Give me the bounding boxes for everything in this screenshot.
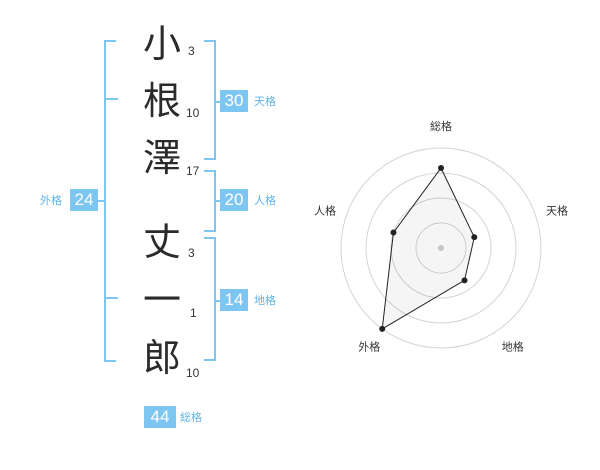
tenkaku-value-badge: 30 xyxy=(220,90,248,112)
radar-axis-label-1: 天格 xyxy=(546,203,568,217)
radar-axis-label-3: 外格 xyxy=(358,340,380,354)
jinkaku-label: 人格 xyxy=(254,194,276,207)
soukaku-value-badge: 44 xyxy=(144,406,176,428)
surname-char-2: 根 xyxy=(142,79,181,123)
radar-point-2 xyxy=(461,277,468,284)
tenkaku-bracket xyxy=(204,40,216,160)
radar-center xyxy=(438,245,444,251)
surname-char-3: 澤 xyxy=(142,136,181,180)
given-char-2: 一 xyxy=(142,278,181,322)
jinkaku-connector xyxy=(214,200,222,202)
radar-point-0 xyxy=(438,165,444,171)
stroke-count-2: 10 xyxy=(186,106,200,120)
given-char-3: 郎 xyxy=(142,336,181,380)
radar-ring-3 xyxy=(365,172,517,324)
jinkaku-value-badge: 20 xyxy=(220,189,248,211)
tenkaku-connector xyxy=(214,101,222,103)
radar-axis-label-2: 地格 xyxy=(502,340,524,354)
radar-ring-4 xyxy=(340,147,542,349)
radar-ring-1 xyxy=(415,222,467,274)
radar-shape xyxy=(381,167,475,330)
gaikaku-label: 外格 xyxy=(40,194,62,207)
given-char-1: 丈 xyxy=(142,220,181,264)
gaikaku-value-badge: 24 xyxy=(70,189,98,211)
stroke-count-4: 3 xyxy=(188,246,195,260)
radar-point-3 xyxy=(379,325,386,332)
stroke-count-6: 10 xyxy=(186,366,200,380)
chikaku-label: 地格 xyxy=(254,294,276,307)
chikaku-bracket xyxy=(204,237,216,361)
chikaku-value-badge: 14 xyxy=(220,289,248,311)
tenkaku-label: 天格 xyxy=(254,95,276,108)
radar-ring-2 xyxy=(390,197,492,299)
gaikaku-connector xyxy=(98,200,106,202)
soukaku-label: 総格 xyxy=(180,411,202,424)
radar-point-1 xyxy=(471,234,478,241)
radar-axis-label-4: 人格 xyxy=(314,203,336,217)
gaikaku-bracket-tick-upper xyxy=(104,98,118,100)
radar-rings xyxy=(340,147,542,349)
radar-axis-label-0: 総格 xyxy=(430,119,452,133)
stroke-count-3: 17 xyxy=(186,164,200,178)
stroke-count-1: 3 xyxy=(188,44,195,58)
surname-char-1: 小 xyxy=(142,22,181,66)
stroke-count-5: 1 xyxy=(190,306,197,320)
radar-point-4 xyxy=(390,229,397,236)
radar-points xyxy=(379,165,478,332)
chikaku-connector xyxy=(214,300,222,302)
gaikaku-bracket-tick-lower xyxy=(104,297,118,299)
